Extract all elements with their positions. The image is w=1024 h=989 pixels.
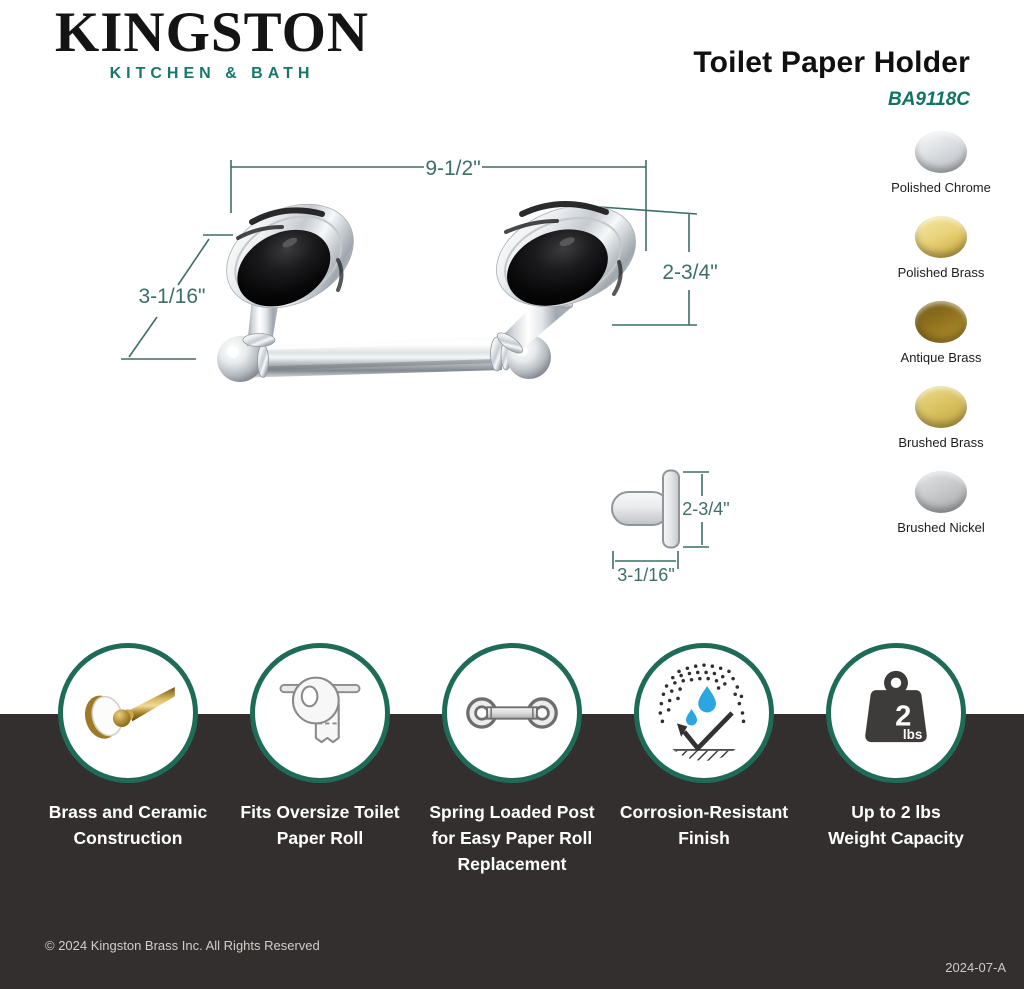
dimension-lines-front xyxy=(121,160,698,360)
feature-label-weight: Up to 2 lbs Weight Capacity xyxy=(828,802,964,848)
water-drop-icon xyxy=(698,685,716,713)
brand-tagline: KITCHEN & BATH xyxy=(109,65,315,82)
model-number: BA9118C xyxy=(887,89,970,110)
finish-option-polished-brass: Polished Brass xyxy=(881,216,1001,280)
finish-label: Antique Brass xyxy=(900,350,982,365)
finish-swatch-icon xyxy=(915,471,967,513)
weight-value: 2 xyxy=(895,700,911,732)
paper-roll-icon xyxy=(279,676,361,744)
water-drop-small-icon xyxy=(686,709,698,726)
feature-circle-construction xyxy=(58,643,198,783)
finish-label: Polished Chrome xyxy=(891,180,991,195)
hatched-surface xyxy=(656,749,752,761)
dim-width-label: 9-1/2" xyxy=(425,157,480,180)
finish-option-polished-chrome: Polished Chrome xyxy=(881,131,1001,195)
left-rosette xyxy=(226,203,354,309)
brass-bar-icon xyxy=(84,687,175,739)
feature-circle-spring-post xyxy=(442,643,582,783)
document-code: 2024-07-A xyxy=(945,960,1006,975)
finish-option-brushed-nickel: Brushed Nickel xyxy=(881,471,1001,535)
finish-label: Polished Brass xyxy=(897,265,985,280)
finish-label: Brushed Brass xyxy=(898,435,984,450)
right-rosette xyxy=(496,205,636,307)
feature-label-construction: Brass and Ceramic Construction xyxy=(48,802,208,848)
product-dimension-drawing: 9-1/2" 2-3/4" 3-1/16" xyxy=(121,157,730,585)
dim-side-depth-label: 3-1/16" xyxy=(617,565,674,585)
copyright-text: © 2024 Kingston Brass Inc. All Rights Re… xyxy=(45,938,320,953)
dim-side-height-label: 2-3/4" xyxy=(682,499,729,519)
feature-label-corrosion: Corrosion-Resistant Finish xyxy=(619,802,789,848)
feature-label-oversize-roll: Fits Oversize Toilet Paper Roll xyxy=(240,802,400,848)
finish-swatch-icon xyxy=(915,301,967,343)
finish-label: Brushed Nickel xyxy=(897,520,985,535)
feature-circle-weight: 2 lbs xyxy=(826,643,966,783)
finish-option-antique-brass: Antique Brass xyxy=(881,301,1001,365)
feature-circle-corrosion xyxy=(634,643,774,783)
dim-depth-label: 3-1/16" xyxy=(139,285,206,308)
weight-icon: 2 lbs xyxy=(865,670,927,743)
brand-logo: KINGSTON KITCHEN & BATH xyxy=(40,4,384,83)
finish-swatch-icon xyxy=(915,216,967,258)
corrosion-resistant-icon xyxy=(656,663,752,761)
spray-dots xyxy=(658,663,746,724)
title-block: Toilet Paper Holder BA9118C xyxy=(693,46,970,111)
feature-label-spring-post: Spring Loaded Post for Easy Paper Roll R… xyxy=(429,802,595,874)
product-image xyxy=(217,201,636,382)
finish-option-brushed-brass: Brushed Brass xyxy=(881,386,1001,450)
product-side-view: 2-3/4" 3-1/16" xyxy=(611,469,730,585)
dim-height-label: 2-3/4" xyxy=(662,261,717,284)
dimension-lines-side xyxy=(612,471,709,569)
page-title: Toilet Paper Holder xyxy=(693,46,970,79)
feature-circle-oversize-roll xyxy=(250,643,390,783)
brand-name: KINGSTON xyxy=(54,1,370,64)
weight-unit: lbs xyxy=(903,727,923,742)
finish-swatch-icon xyxy=(915,386,967,428)
finish-swatch-icon xyxy=(915,131,967,173)
spring-post-icon xyxy=(466,697,558,729)
